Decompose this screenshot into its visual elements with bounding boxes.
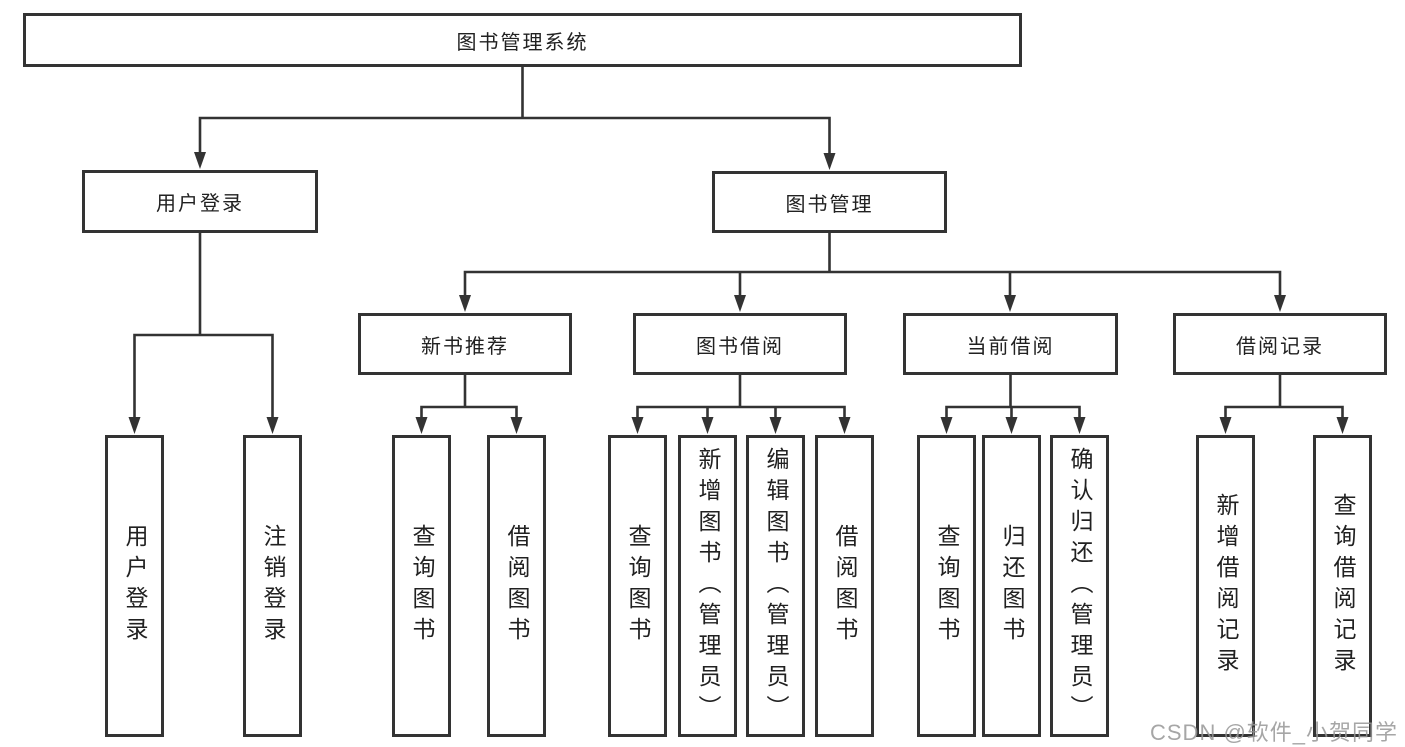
node-book-borrowing: 图书借阅 (633, 313, 847, 375)
leaf-edit-books-admin-label: 编辑图书（管理员） (763, 446, 789, 726)
node-current-borrowing-label: 当前借阅 (966, 335, 1055, 358)
arrowhead-down-icon (266, 417, 279, 434)
leaf-return-books: 归还图书 (982, 435, 1041, 737)
leaf-query-books-current: 查询图书 (917, 435, 976, 737)
arrowhead-down-icon (415, 417, 428, 434)
node-book-borrowing-label: 图书借阅 (696, 335, 784, 358)
node-book-management: 图书管理 (712, 171, 947, 233)
leaf-add-borrow-record-label: 新增借阅记录 (1213, 493, 1239, 679)
arrowhead-down-icon (838, 417, 851, 434)
leaf-query-books-recommend: 查询图书 (392, 435, 451, 737)
leaf-query-borrow-record-label: 查询借阅记录 (1330, 493, 1356, 679)
csdn-watermark: CSDN @软件_小贺同学 (1150, 720, 1399, 745)
node-book-management-label: 图书管理 (785, 193, 874, 216)
node-library-management-system: 图书管理系统 (23, 13, 1022, 67)
arrowhead-down-icon (1005, 417, 1018, 434)
arrowhead-down-icon (510, 417, 523, 434)
leaf-confirm-return-admin: 确认归还（管理员） (1050, 435, 1109, 737)
leaf-logout: 注销登录 (243, 435, 302, 737)
arrowhead-down-icon (769, 417, 782, 434)
connector-path (133, 65, 1344, 422)
leaf-edit-books-admin: 编辑图书（管理员） (746, 435, 805, 737)
leaf-query-books-current-label: 查询图书 (934, 524, 960, 648)
node-new-book-recommendation: 新书推荐 (358, 313, 572, 375)
leaf-logout-label: 注销登录 (260, 524, 286, 648)
arrowhead-down-icon (1274, 295, 1286, 312)
leaf-borrow-books-recommend: 借阅图书 (487, 435, 546, 737)
arrowhead-down-icon (459, 295, 471, 312)
node-root-label: 图书管理系统 (456, 31, 589, 54)
node-borrowing-records: 借阅记录 (1173, 313, 1387, 375)
arrowhead-down-icon (1336, 417, 1349, 434)
arrowhead-down-icon (194, 152, 206, 169)
leaf-user-login: 用户登录 (105, 435, 164, 737)
arrowhead-down-icon (1073, 417, 1086, 434)
leaf-borrow-books-recommend-label: 借阅图书 (504, 524, 530, 648)
node-user-login-label: 用户登录 (156, 193, 244, 215)
leaf-query-books-borrowing-label: 查询图书 (625, 524, 651, 648)
leaf-query-borrow-record: 查询借阅记录 (1313, 435, 1372, 737)
leaf-query-books-borrowing: 查询图书 (608, 435, 667, 737)
arrowhead-down-icon (1219, 417, 1232, 434)
leaf-add-books-admin: 新增图书（管理员） (678, 435, 737, 737)
node-borrowing-records-label: 借阅记录 (1236, 335, 1324, 358)
leaf-user-login-label: 用户登录 (122, 524, 148, 648)
arrowhead-down-icon (940, 417, 953, 434)
node-new-book-recommendation-label: 新书推荐 (421, 335, 509, 358)
leaf-add-books-admin-label: 新增图书（管理员） (695, 446, 721, 726)
leaf-return-books-label: 归还图书 (999, 524, 1025, 648)
arrowhead-down-icon (823, 153, 836, 170)
leaf-borrow-books: 借阅图书 (815, 435, 874, 737)
node-user-login: 用户登录 (82, 170, 318, 233)
arrowhead-down-icon (1004, 295, 1016, 312)
leaf-borrow-books-label: 借阅图书 (832, 524, 858, 648)
arrowhead-down-icon (128, 417, 141, 434)
arrowhead-down-icon (701, 417, 714, 434)
arrowhead-down-icon (631, 417, 644, 434)
node-current-borrowing: 当前借阅 (903, 313, 1118, 375)
leaf-confirm-return-admin-label: 确认归还（管理员） (1067, 446, 1093, 726)
leaf-query-books-recommend-label: 查询图书 (409, 524, 435, 648)
leaf-add-borrow-record: 新增借阅记录 (1196, 435, 1255, 737)
arrowhead-down-icon (734, 295, 746, 312)
